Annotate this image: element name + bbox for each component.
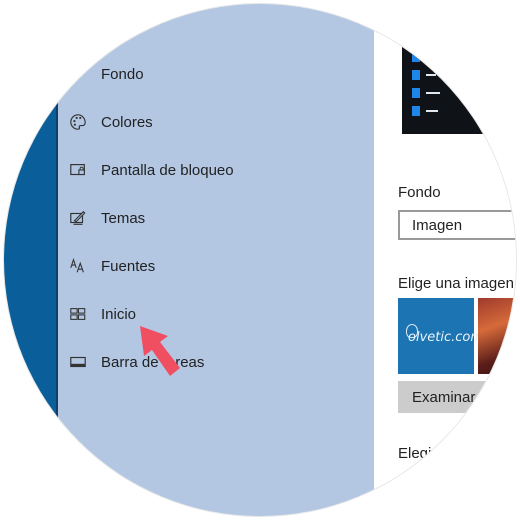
browse-button[interactable]: Examinar bbox=[398, 381, 516, 413]
thumbnail-watermark: olvetic.com bbox=[408, 330, 484, 345]
red-arrow-annotation bbox=[140, 326, 180, 376]
lightbulb-icon bbox=[406, 324, 418, 338]
background-type-dropdown[interactable]: Imagen bbox=[398, 210, 516, 240]
magnified-screenshot: Fondo Colores Pantalla de bloqueo Temas … bbox=[4, 4, 516, 516]
brush-icon bbox=[68, 208, 88, 228]
sidebar-item-colores[interactable]: Colores bbox=[68, 107, 153, 137]
sidebar-item-label: Pantalla de bloqueo bbox=[101, 161, 234, 179]
sidebar-item-fuentes[interactable]: Fuentes bbox=[68, 251, 155, 281]
sidebar-item-pantalla-de-bloqueo[interactable]: Pantalla de bloqueo bbox=[68, 155, 234, 185]
taskbar-icon bbox=[68, 352, 88, 372]
sidebar-item-temas[interactable]: Temas bbox=[68, 203, 145, 233]
lock-screen-icon bbox=[68, 160, 88, 180]
window-accent-strip bbox=[4, 4, 58, 516]
font-icon bbox=[68, 256, 88, 276]
dropdown-value: Imagen bbox=[412, 216, 463, 234]
palette-icon bbox=[68, 112, 88, 132]
image-thumbnail[interactable] bbox=[478, 298, 516, 374]
background-label: Fondo bbox=[398, 184, 441, 201]
sidebar-item-label: Fondo bbox=[101, 65, 144, 83]
sidebar-item-inicio[interactable]: Inicio bbox=[68, 299, 136, 329]
sidebar-item-label: Temas bbox=[101, 209, 146, 227]
image-thumbnail[interactable]: olvetic.com bbox=[398, 298, 483, 374]
image-icon bbox=[68, 64, 88, 84]
sidebar-item-label: Inicio bbox=[101, 305, 137, 323]
section-label: Elegi bbox=[398, 445, 432, 462]
settings-sidebar: Fondo Colores Pantalla de bloqueo Temas … bbox=[58, 4, 378, 516]
settings-content: Fondo Imagen Elige una imagen olvetic.co… bbox=[374, 4, 516, 516]
choose-image-label: Elige una imagen bbox=[398, 275, 514, 292]
sidebar-item-label: Colores bbox=[101, 113, 153, 131]
sidebar-item-label: Fuentes bbox=[101, 257, 156, 275]
start-tiles-icon bbox=[68, 304, 88, 324]
sidebar-item-fondo[interactable]: Fondo bbox=[68, 59, 144, 89]
desktop-preview bbox=[402, 4, 516, 134]
